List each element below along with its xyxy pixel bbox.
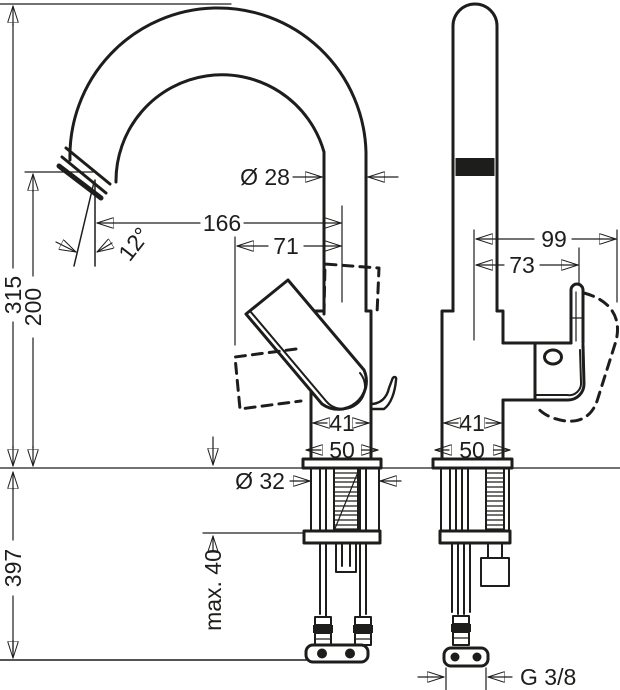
hose-coupling-side [451,615,471,646]
dim-body-depth-label: 41 [459,410,485,436]
washer-nut [302,529,382,545]
supply-hoses [319,467,367,617]
side-view [431,2,619,668]
rod-end-block [480,557,510,587]
dim-base-depth-label: 50 [459,437,485,463]
dim-total-height-label: 315 [0,276,26,314]
dim-spout-reach-label: 166 [203,210,241,236]
handle-blade [569,282,585,345]
hose-connector [304,643,370,664]
mounting-shank [310,467,380,532]
base-plate-side [431,457,514,470]
mounting-shank-side [440,467,510,532]
handle-side [501,282,619,423]
front-view: 12° [55,6,398,664]
dim-max-mounting-thickness-label: max. 40 [200,549,226,631]
supply-hose-side [449,467,471,615]
rod-below-washer [335,542,357,573]
dim-hole-diameter-label: Ø 32 [235,468,285,494]
dim-handle-reach-max-label: 99 [541,226,567,252]
dim-handle-offset: 71 [234,233,342,346]
dim-base-depth: 50 [434,437,511,463]
body-side [440,309,505,462]
spout-outline [56,6,368,313]
handle-ring-detail [543,348,563,366]
thread-hatching [333,472,359,530]
dim-body-depth: 41 [443,410,502,436]
dim-body-width-label: 41 [329,410,355,436]
dim-hose-length: 397 [0,471,26,659]
hose-couplings [313,616,373,646]
dim-spout-diameter: Ø 28 [240,164,399,190]
thread-hatching-side [485,472,505,530]
hose-connector-side [442,646,490,668]
dim-body-width: 41 [312,410,370,436]
handle-position-dashed-up [322,262,381,316]
dim-spout-reach: 166 [96,210,342,236]
dimensions-side: 99 73 41 50 [417,226,618,690]
base-plate [301,457,383,470]
dim-hose-length-label: 397 [0,549,26,587]
dim-hole-diameter: Ø 32 [235,468,402,494]
extension-lines-thread [445,667,487,690]
dim-handle-reach: 73 [475,247,580,284]
dim-handle-offset-label: 71 [273,233,299,259]
dimensions-front: 315 200 Ø 28 166 7 [0,5,402,659]
handle-position-dashed-side [534,291,619,423]
dim-spout-diameter-label: Ø 28 [240,164,290,190]
dim-stream-angle-label: 12° [113,222,155,265]
handle-lever [244,278,368,411]
dim-thread: G 3/8 [417,664,576,690]
handle-position-dashed-left [233,347,303,411]
stream-angled-line [73,181,95,267]
handle-inner-line [249,310,367,411]
spout-tip-collar [64,146,112,186]
dim-thread-label: G 3/8 [520,664,576,690]
dim-base-width: 50 [305,437,379,463]
dim-outlet-height: 200 [20,171,94,467]
dim-base-width-label: 50 [329,437,355,463]
dim-handle-reach-label: 73 [509,252,535,278]
washer-nut-side [438,529,512,545]
dim-handle-reach-max: 99 [473,226,618,341]
aerator-band [455,158,495,176]
spout-lever-tab [369,375,398,411]
spout-column [451,2,499,313]
dim-outlet-height-label: 200 [20,288,46,326]
dim-total-height: 315 [0,5,26,467]
rod-below-washer-side [487,542,503,559]
dim-max-mounting-thickness: max. 40 [200,436,226,631]
